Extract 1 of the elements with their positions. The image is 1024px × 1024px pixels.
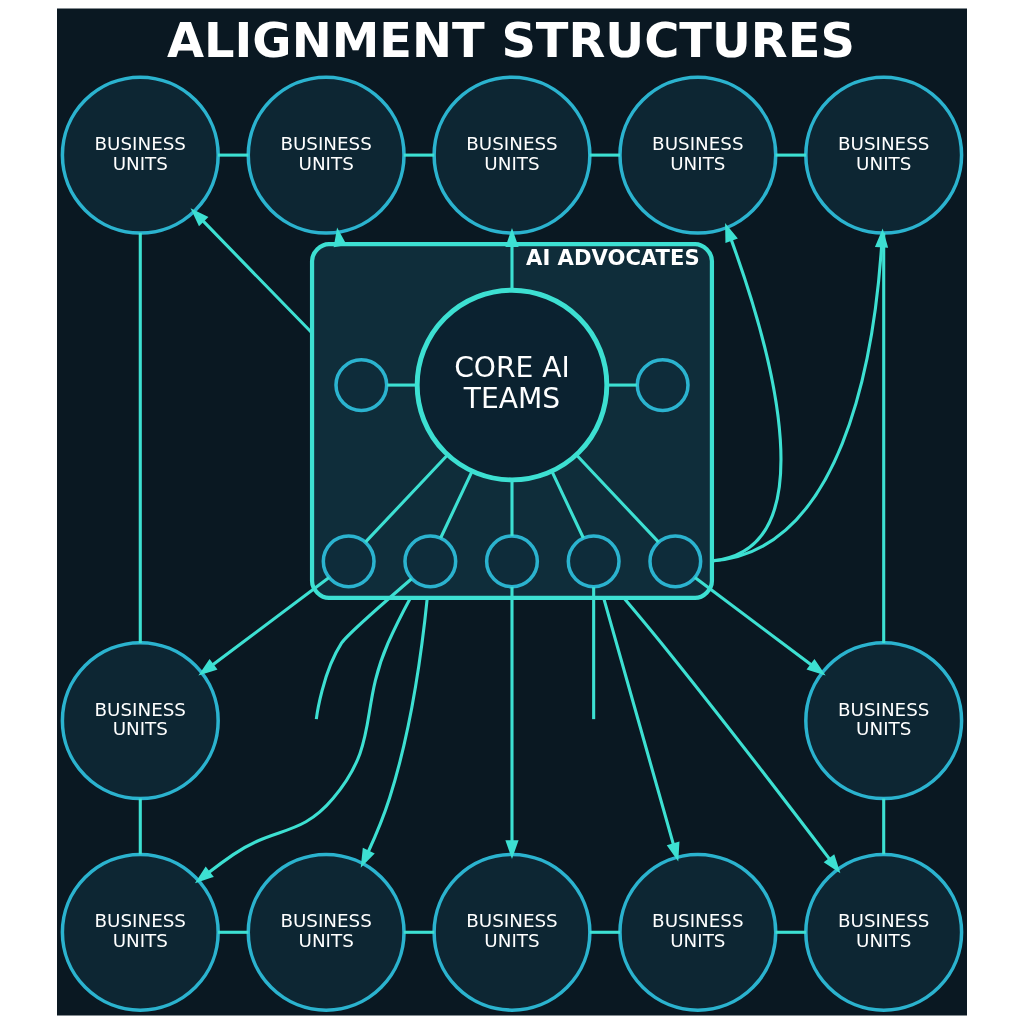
diagram-title: ALIGNMENT STRUCTURES xyxy=(167,12,855,68)
